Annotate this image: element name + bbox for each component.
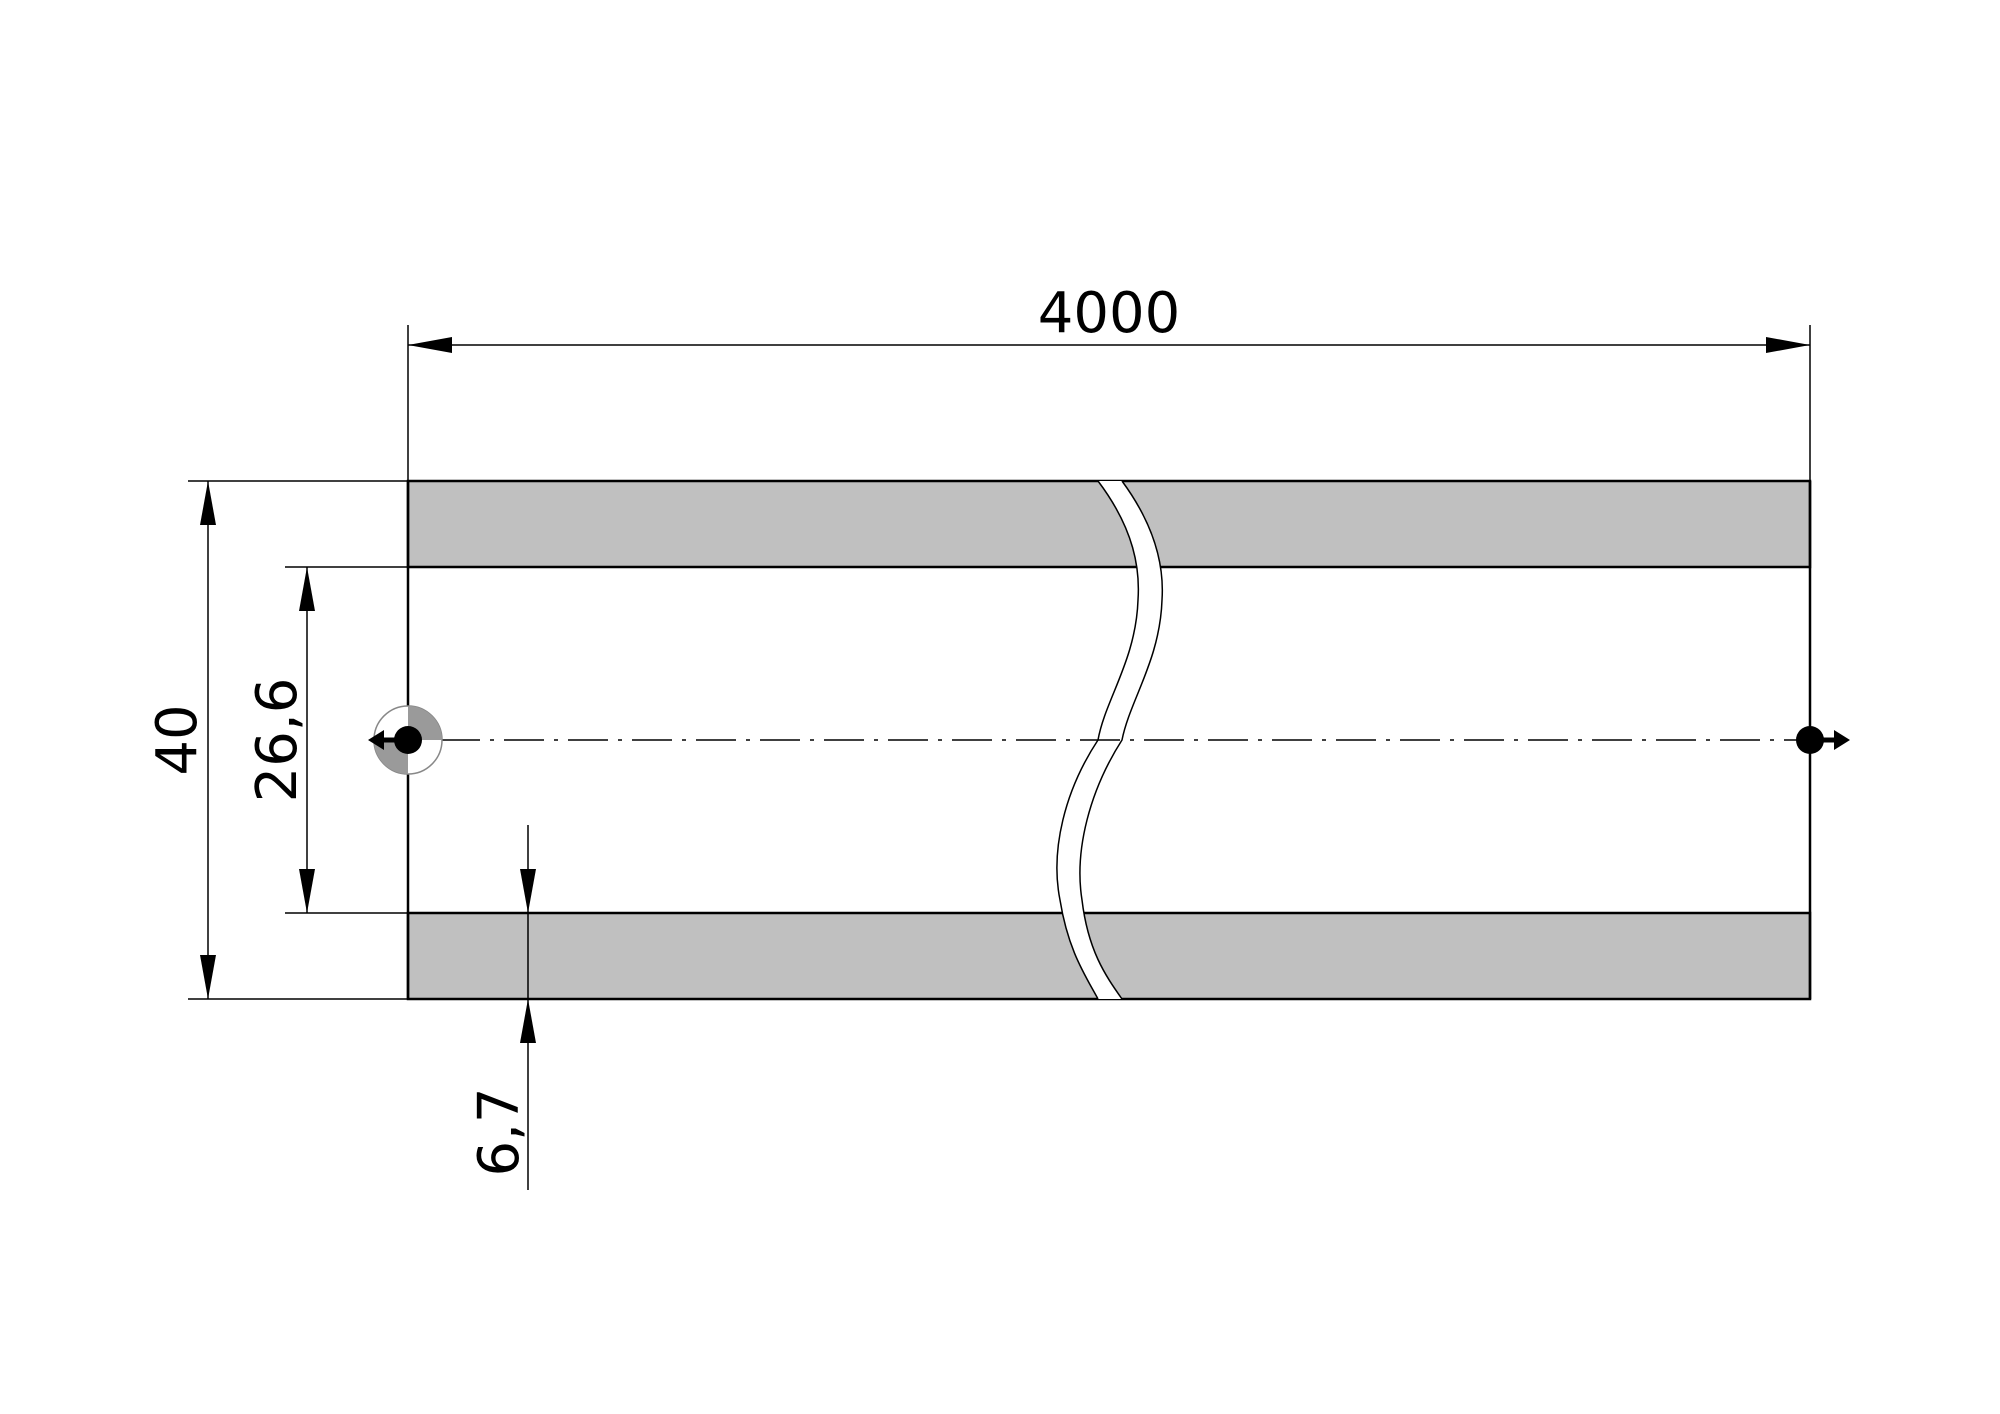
outer-diameter-dimension: 40: [145, 480, 408, 1000]
inner-diameter-dimension: 26,6: [245, 566, 408, 914]
wall-thickness-dimension: 6,7: [467, 825, 536, 1190]
left-axis-marker: [368, 705, 443, 775]
break-curve-right: [1079, 480, 1164, 1000]
length-dimension: 4000: [407, 281, 1811, 481]
wall-thickness-label: 6,7: [467, 1087, 532, 1176]
length-label: 4000: [1038, 281, 1181, 346]
inner-diameter-label: 26,6: [245, 678, 310, 803]
outer-diameter-label: 40: [145, 704, 210, 775]
right-axis-marker: [1796, 726, 1850, 754]
